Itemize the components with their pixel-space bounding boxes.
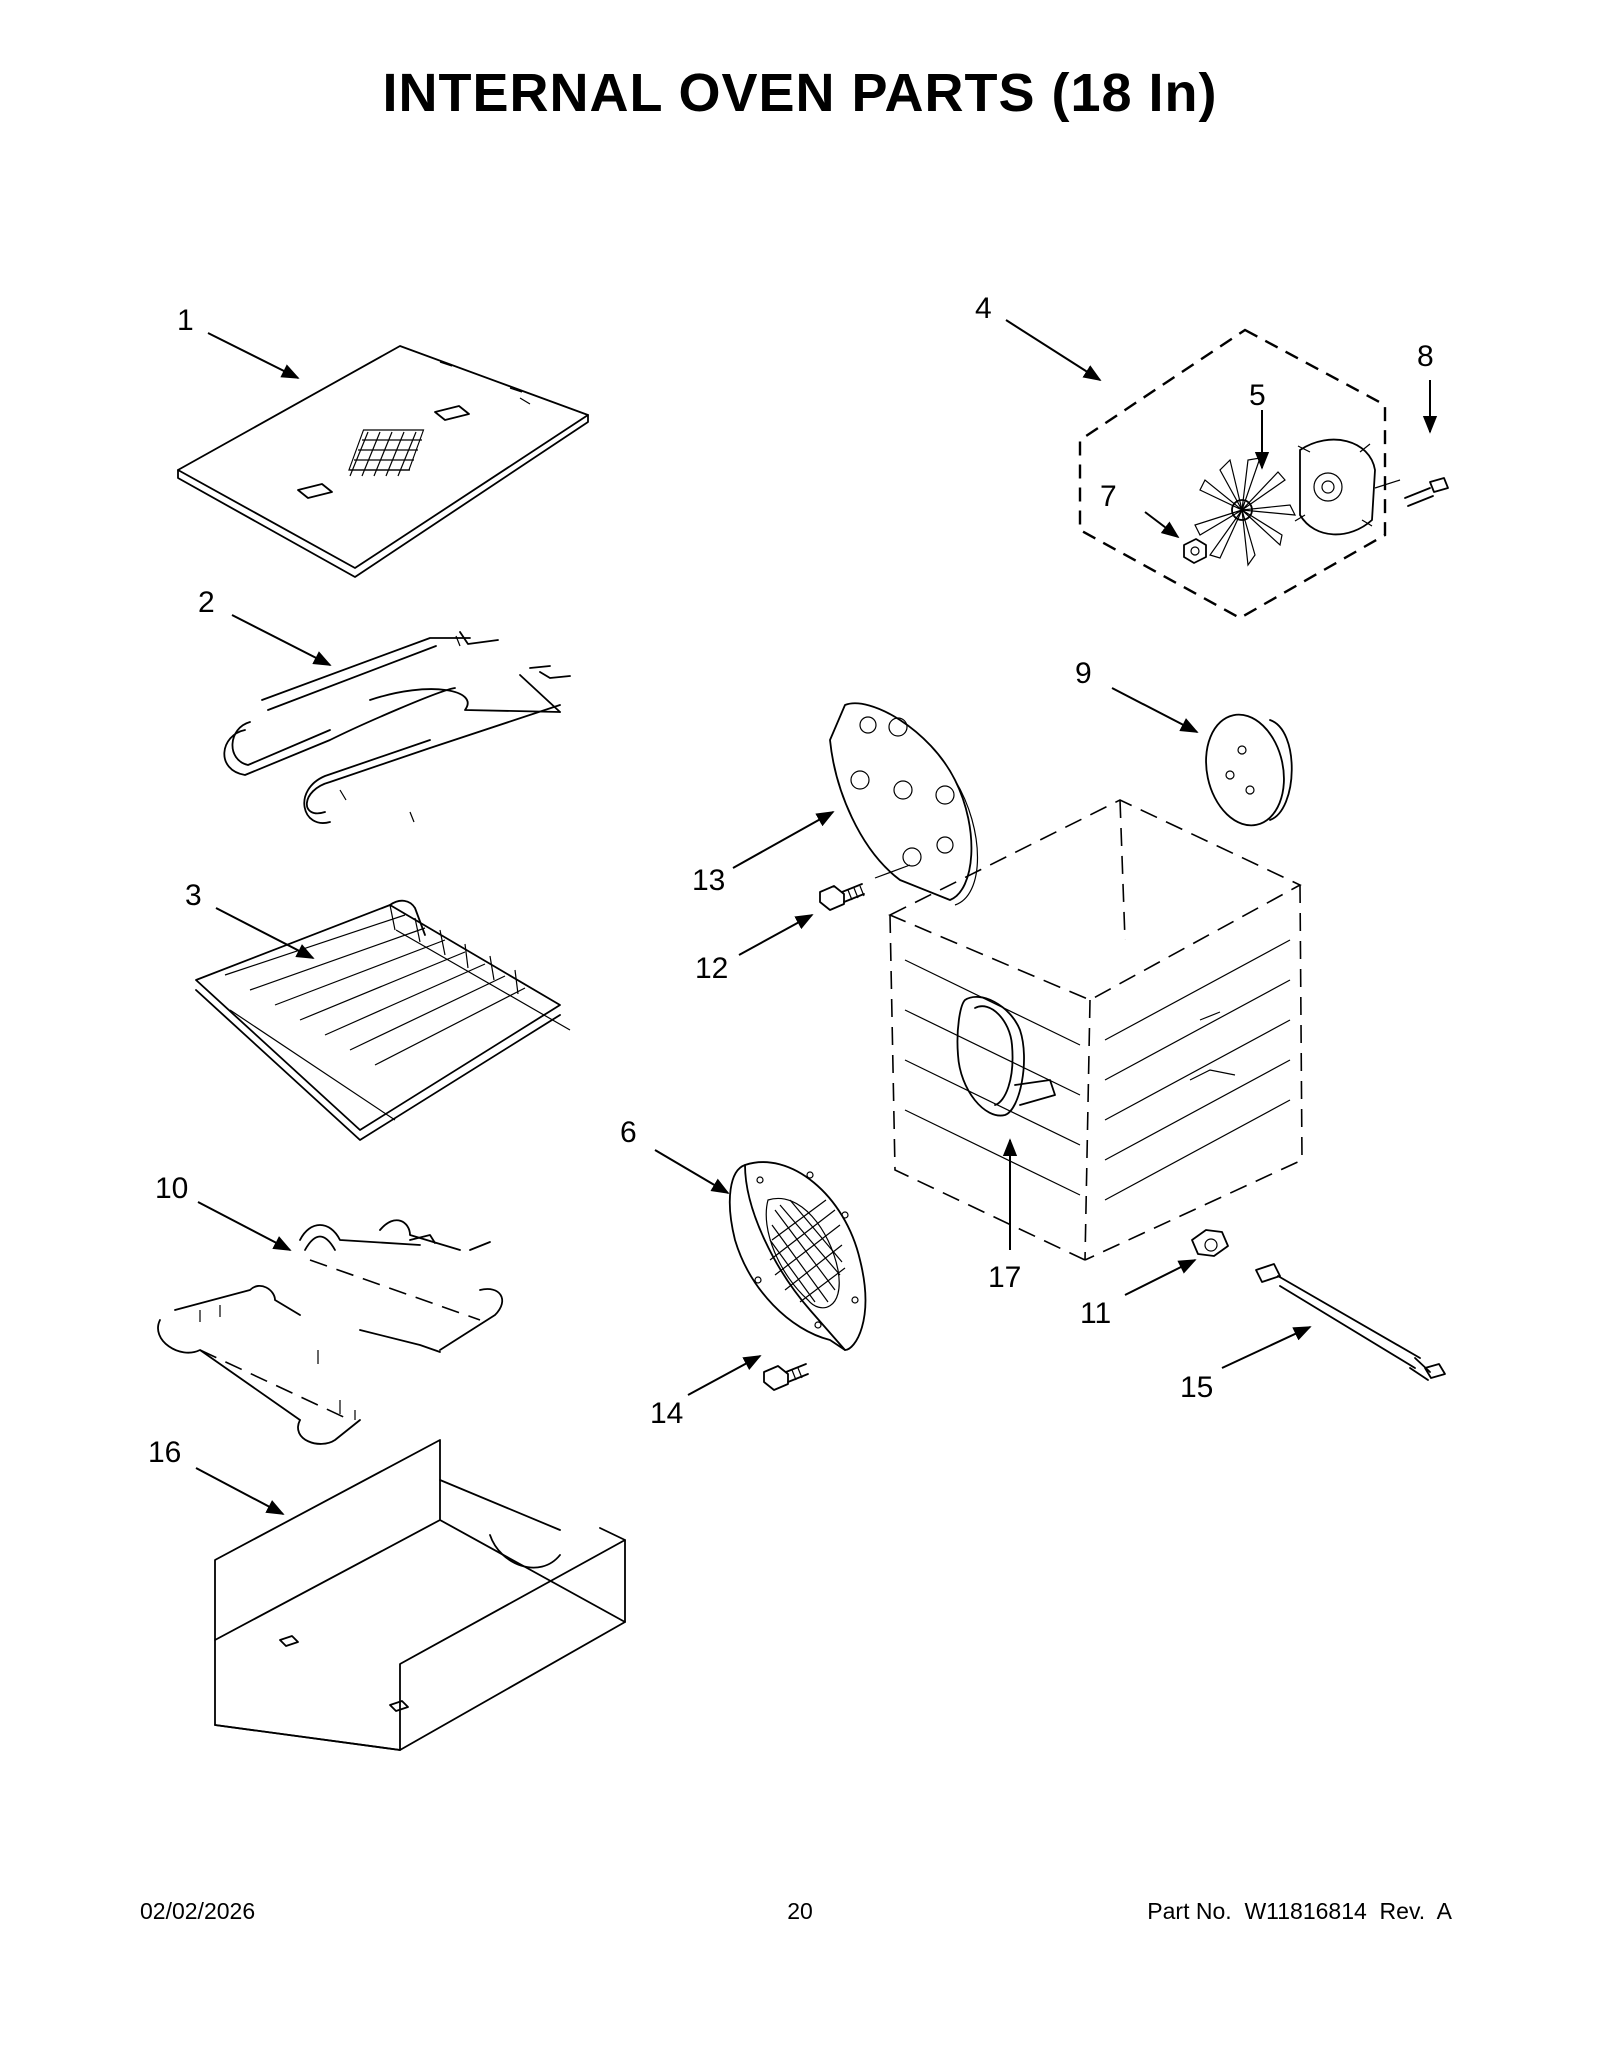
callout-4: 4 [975,292,992,325]
callout-9: 9 [1075,657,1092,690]
callout-2: 2 [198,586,215,619]
part-6-fan-cover [728,1161,867,1351]
part-4-fan-motor-assembly [1078,328,1387,620]
part-3-oven-rack [195,899,571,1141]
callout-5: 5 [1249,379,1266,412]
callout-6: 6 [620,1116,637,1149]
part-1-top-panel [177,345,589,578]
part-12-screw [819,883,865,911]
callout-arrows [195,319,1438,1515]
part-16-bottom-tray [214,1439,626,1751]
callout-14: 14 [650,1397,683,1430]
footer-page-number: 20 [787,1898,813,1924]
footer-part-number: Part No. W11816814 Rev. A [1147,1898,1452,1924]
part-17-oven-cavity [888,799,1303,1261]
callout-7: 7 [1100,480,1117,513]
part-7-nut [1183,538,1207,564]
part-15-temperature-sensor [1255,1263,1446,1381]
footer-date: 02/02/2026 [140,1898,256,1924]
callout-12: 12 [695,952,728,985]
callout-3: 3 [185,879,202,912]
part-8-screw [1404,477,1449,507]
callout-11: 11 [1080,1297,1111,1330]
callout-13: 13 [692,864,725,897]
callout-8: 8 [1417,340,1434,373]
part-14-screw [763,1363,809,1391]
callout-labels: 1 2 3 4 5 6 7 8 9 10 11 12 13 14 15 16 1… [148,292,1434,1469]
callout-1: 1 [177,304,194,337]
part-13-baffle-plate [829,702,978,906]
part-5-fan-motor [1294,438,1401,536]
page-title: INTERNAL OVEN PARTS (18 In) [382,63,1218,123]
callout-16: 16 [148,1436,181,1469]
part-9-insulation-disk [1205,713,1293,827]
callout-17: 17 [988,1261,1021,1294]
part-10-bake-element [157,1219,504,1445]
callout-15: 15 [1180,1371,1213,1404]
part-2-broil-element [223,631,571,824]
part-11-nut [1191,1229,1229,1257]
callout-10: 10 [155,1172,188,1205]
part-5-fan-blade [1194,457,1297,567]
